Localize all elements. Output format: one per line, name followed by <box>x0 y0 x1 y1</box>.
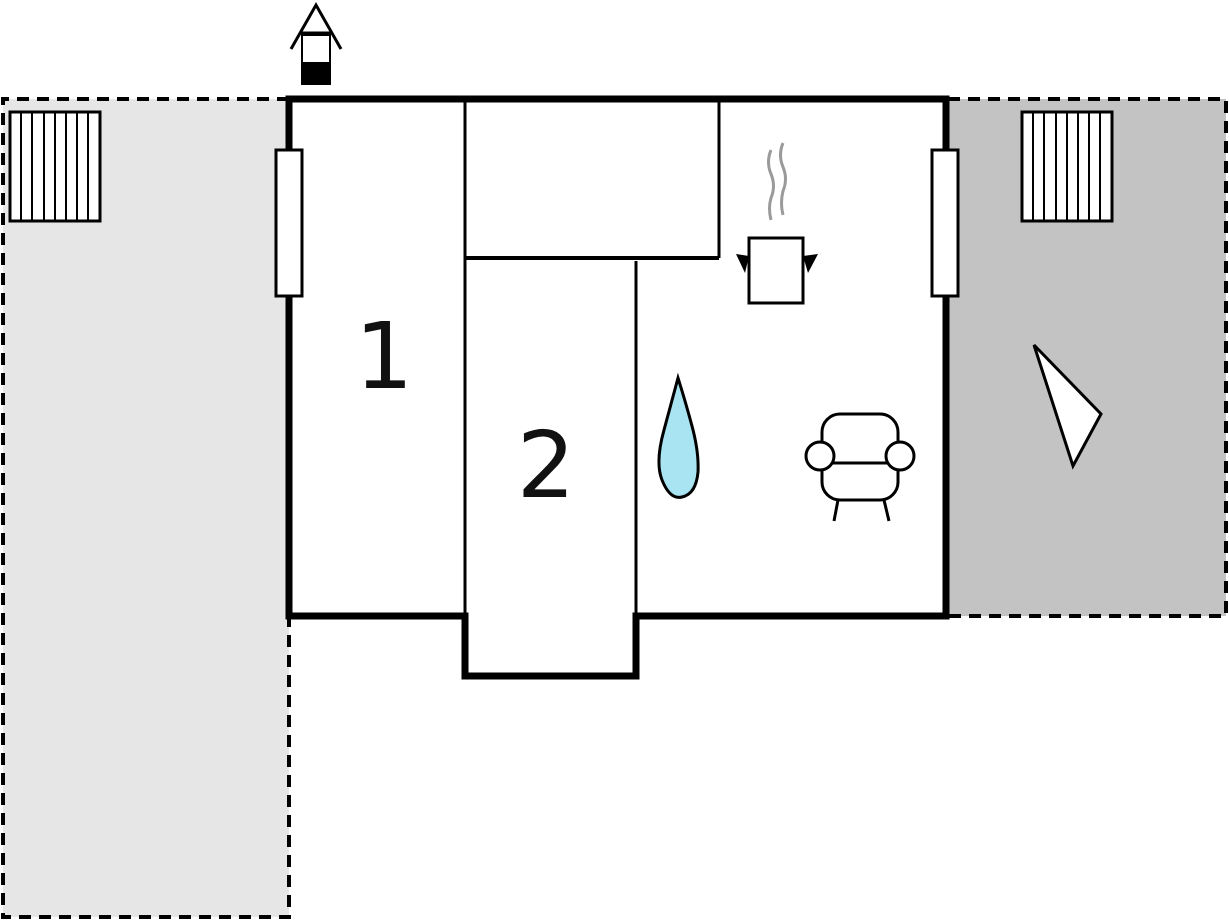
water-drop-icon <box>657 372 700 499</box>
house <box>285 95 950 680</box>
garden-bench-icon <box>1020 110 1114 223</box>
window <box>930 148 960 298</box>
triangle-icon <box>1032 343 1103 470</box>
garden-bench-icon <box>8 110 102 223</box>
north-arrow-icon <box>289 1 343 85</box>
room-1-label: 1 <box>355 303 414 410</box>
room-2-label: 2 <box>517 412 576 519</box>
armchair-icon <box>804 412 916 522</box>
cooking-pot-icon <box>736 142 818 305</box>
window <box>274 148 304 298</box>
terrace-left <box>1 97 291 919</box>
